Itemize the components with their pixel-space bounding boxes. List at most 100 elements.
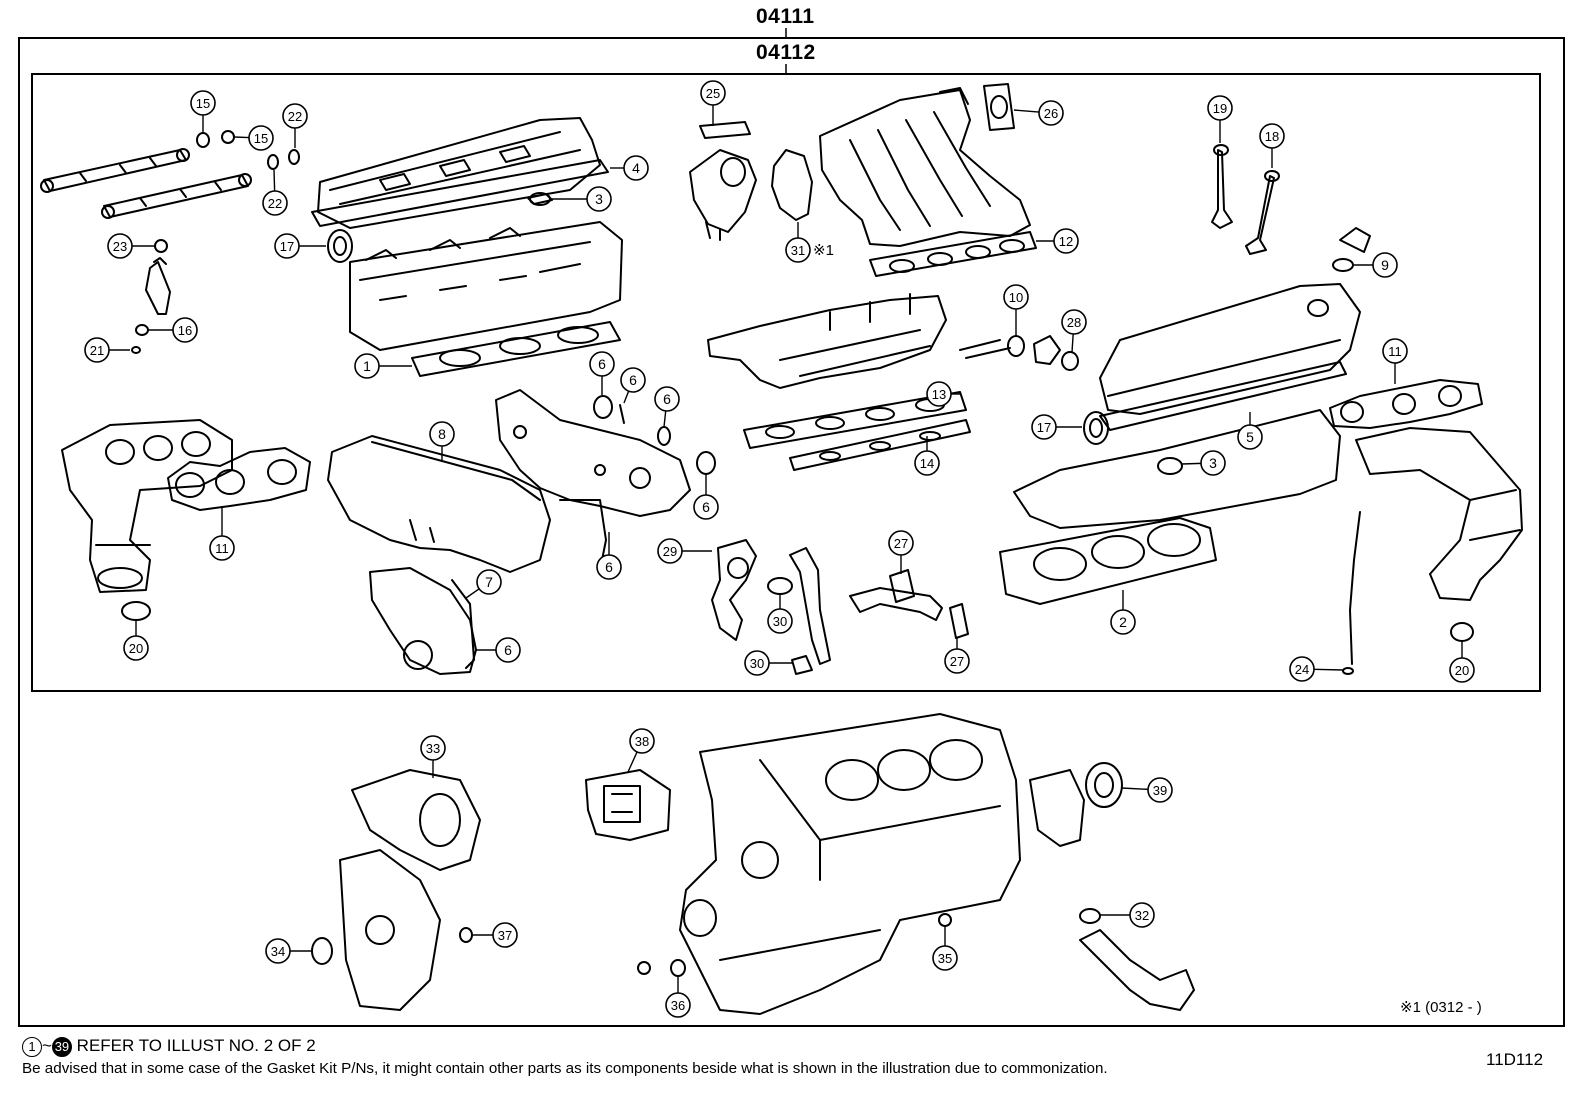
callout-19[interactable]: 19 [1207,95,1233,121]
callout-20[interactable]: 20 [123,635,149,661]
callout-12[interactable]: 12 [1053,228,1079,254]
water-pump-drawing [585,769,671,841]
callout-number: 13 [932,387,946,402]
callout-2[interactable]: 2 [1110,609,1136,635]
callout-number: 30 [773,614,787,629]
callout-1[interactable]: 1 [354,353,380,379]
callout-number: 37 [498,928,512,943]
callout-22[interactable]: 22 [262,190,288,216]
callout-27[interactable]: 27 [944,648,970,674]
callout-33[interactable]: 33 [420,735,446,761]
callout-10[interactable]: 10 [1003,284,1029,310]
callout-34[interactable]: 34 [265,938,291,964]
water-inlet-drawing [711,539,757,641]
callout-6[interactable]: 6 [589,351,615,377]
leader-line [273,169,276,192]
callout-35[interactable]: 35 [932,945,958,971]
callout-14[interactable]: 14 [914,450,940,476]
callout-11[interactable]: 11 [1382,338,1408,364]
callout-31[interactable]: 31 [785,237,811,263]
footer-refer-line: 1~39 REFER TO ILLUST NO. 2 OF 2 [22,1036,316,1057]
callout-8[interactable]: 8 [429,421,455,447]
callout-21[interactable]: 21 [84,337,110,363]
callout-number: 8 [438,426,446,442]
callout-37[interactable]: 37 [492,922,518,948]
callout-circle [620,367,646,393]
callout-number: 29 [663,544,677,559]
callout-18[interactable]: 18 [1259,123,1285,149]
callout-17[interactable]: 17 [274,233,300,259]
callout-6[interactable]: 6 [495,637,521,663]
callout-15[interactable]: 15 [248,125,274,151]
callout-3[interactable]: 3 [586,186,612,212]
refer-text: REFER TO ILLUST NO. 2 OF 2 [76,1036,316,1055]
timing-cover-upper-drawing [327,435,551,573]
callout-9[interactable]: 9 [1372,252,1398,278]
leader-line [627,751,638,773]
callout-20[interactable]: 20 [1449,657,1475,683]
callout-30[interactable]: 30 [744,650,770,676]
callout-number: 3 [595,191,603,207]
callout-15[interactable]: 15 [190,90,216,116]
callout-5[interactable]: 5 [1237,424,1263,450]
callout-number: 12 [1059,234,1073,249]
callout-number: 21 [90,343,104,358]
callout-number: 34 [271,944,285,959]
callout-circle [629,728,655,754]
callout-circle [1038,100,1064,126]
callout-4[interactable]: 4 [623,155,649,181]
callout-11[interactable]: 11 [209,535,235,561]
callout-22[interactable]: 22 [282,103,308,129]
callout-6[interactable]: 6 [693,494,719,520]
callout-number: 11 [1388,344,1402,359]
callout-38[interactable]: 38 [629,728,655,754]
callout-circle [654,386,680,412]
callout-number: 22 [268,196,282,211]
callout-39[interactable]: 39 [1147,777,1173,803]
callout-13[interactable]: 13 [926,381,952,407]
callout-number: 16 [178,323,192,338]
callout-7[interactable]: 7 [476,569,502,595]
callout-6[interactable]: 6 [596,554,622,580]
callout-number: 20 [1455,663,1469,678]
callout-circle [248,125,274,151]
outer-kit-code: 04111 [756,5,815,28]
callout-30[interactable]: 30 [767,608,793,634]
callout-6[interactable]: 6 [654,386,680,412]
callout-number: 36 [671,998,685,1013]
callout-3[interactable]: 3 [1200,450,1226,476]
head-cover-rh-drawing [1099,283,1361,431]
callout-36[interactable]: 36 [665,992,691,1018]
intake-manifold-drawing [819,87,1031,247]
callout-number: 17 [1037,420,1051,435]
callout-number: 6 [605,559,613,575]
callout-number: 11 [215,541,229,556]
callout-26[interactable]: 26 [1038,100,1064,126]
callout-28[interactable]: 28 [1061,309,1087,335]
callout-24[interactable]: 24 [1289,656,1315,682]
callout-number: 6 [504,642,512,658]
callout-25[interactable]: 25 [700,80,726,106]
callout-16[interactable]: 16 [172,317,198,343]
gasket-14-drawing [789,419,971,471]
injector-drawing [145,257,171,315]
callout-17[interactable]: 17 [1031,414,1057,440]
gasket-31-drawing [771,149,813,221]
callout-number: 17 [280,239,294,254]
leader-line [1181,462,1202,465]
advisory-note: Be advised that in some case of the Gask… [22,1060,1108,1077]
leader-line [465,588,480,599]
callout-23[interactable]: 23 [107,233,133,259]
callout-6[interactable]: 6 [620,367,646,393]
callout-29[interactable]: 29 [657,538,683,564]
callout-number: 4 [632,160,640,176]
exhaust-manifold-lh-drawing [61,419,233,593]
range-end-badge: 39 [51,1036,72,1057]
callout-32[interactable]: 32 [1129,902,1155,928]
callout-number: 6 [702,499,710,515]
callout-27[interactable]: 27 [888,530,914,556]
cylinder-head-rh-drawing [1013,409,1341,529]
leader-line [1121,787,1149,791]
callout-number: 39 [1153,783,1167,798]
oil-pump-drawing [339,769,481,1011]
